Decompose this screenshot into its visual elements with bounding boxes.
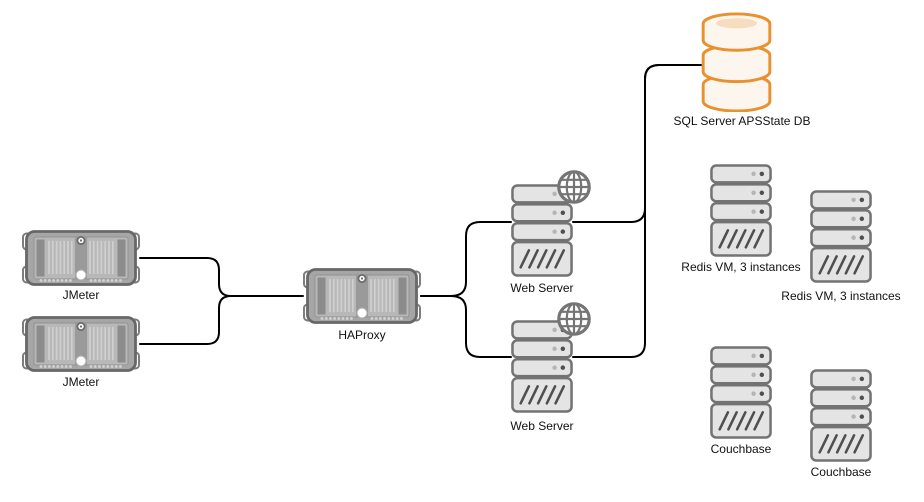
node-label-jmeter1: JMeter	[62, 288, 100, 302]
globe-icon	[556, 301, 592, 337]
node-label-haproxy: HAProxy	[338, 328, 386, 342]
server-stack-icon	[710, 345, 772, 440]
node-label-sqldb: SQL Server APSState DB	[673, 114, 811, 128]
load-balancer-appliance-icon	[303, 268, 421, 324]
server-stack-icon	[810, 189, 872, 284]
node-label-couchbase2: Couchbase	[810, 465, 872, 479]
connector-jmeter2-haproxy	[139, 295, 232, 345]
load-balancer-appliance-icon	[22, 316, 140, 372]
node-label-web1: Web Server	[510, 281, 574, 295]
connector-web1-sqldb	[572, 64, 702, 223]
globe-icon	[556, 169, 592, 205]
connector-haproxy-web1	[420, 221, 512, 297]
database-icon	[701, 12, 772, 112]
node-label-redis1: Redis VM, 3 instances	[681, 260, 801, 274]
connector-web2-sqldb	[572, 64, 702, 358]
load-balancer-appliance-icon	[22, 230, 140, 286]
server-stack-icon	[810, 368, 872, 463]
node-label-redis2: Redis VM, 3 instances	[781, 289, 901, 303]
node-label-jmeter2: JMeter	[62, 375, 100, 389]
node-label-web2: Web Server	[510, 419, 574, 433]
connector-haproxy-web2	[420, 295, 512, 358]
server-stack-icon	[710, 163, 772, 258]
connector-jmeter1-haproxy	[139, 257, 304, 297]
node-label-couchbase1: Couchbase	[710, 442, 772, 456]
